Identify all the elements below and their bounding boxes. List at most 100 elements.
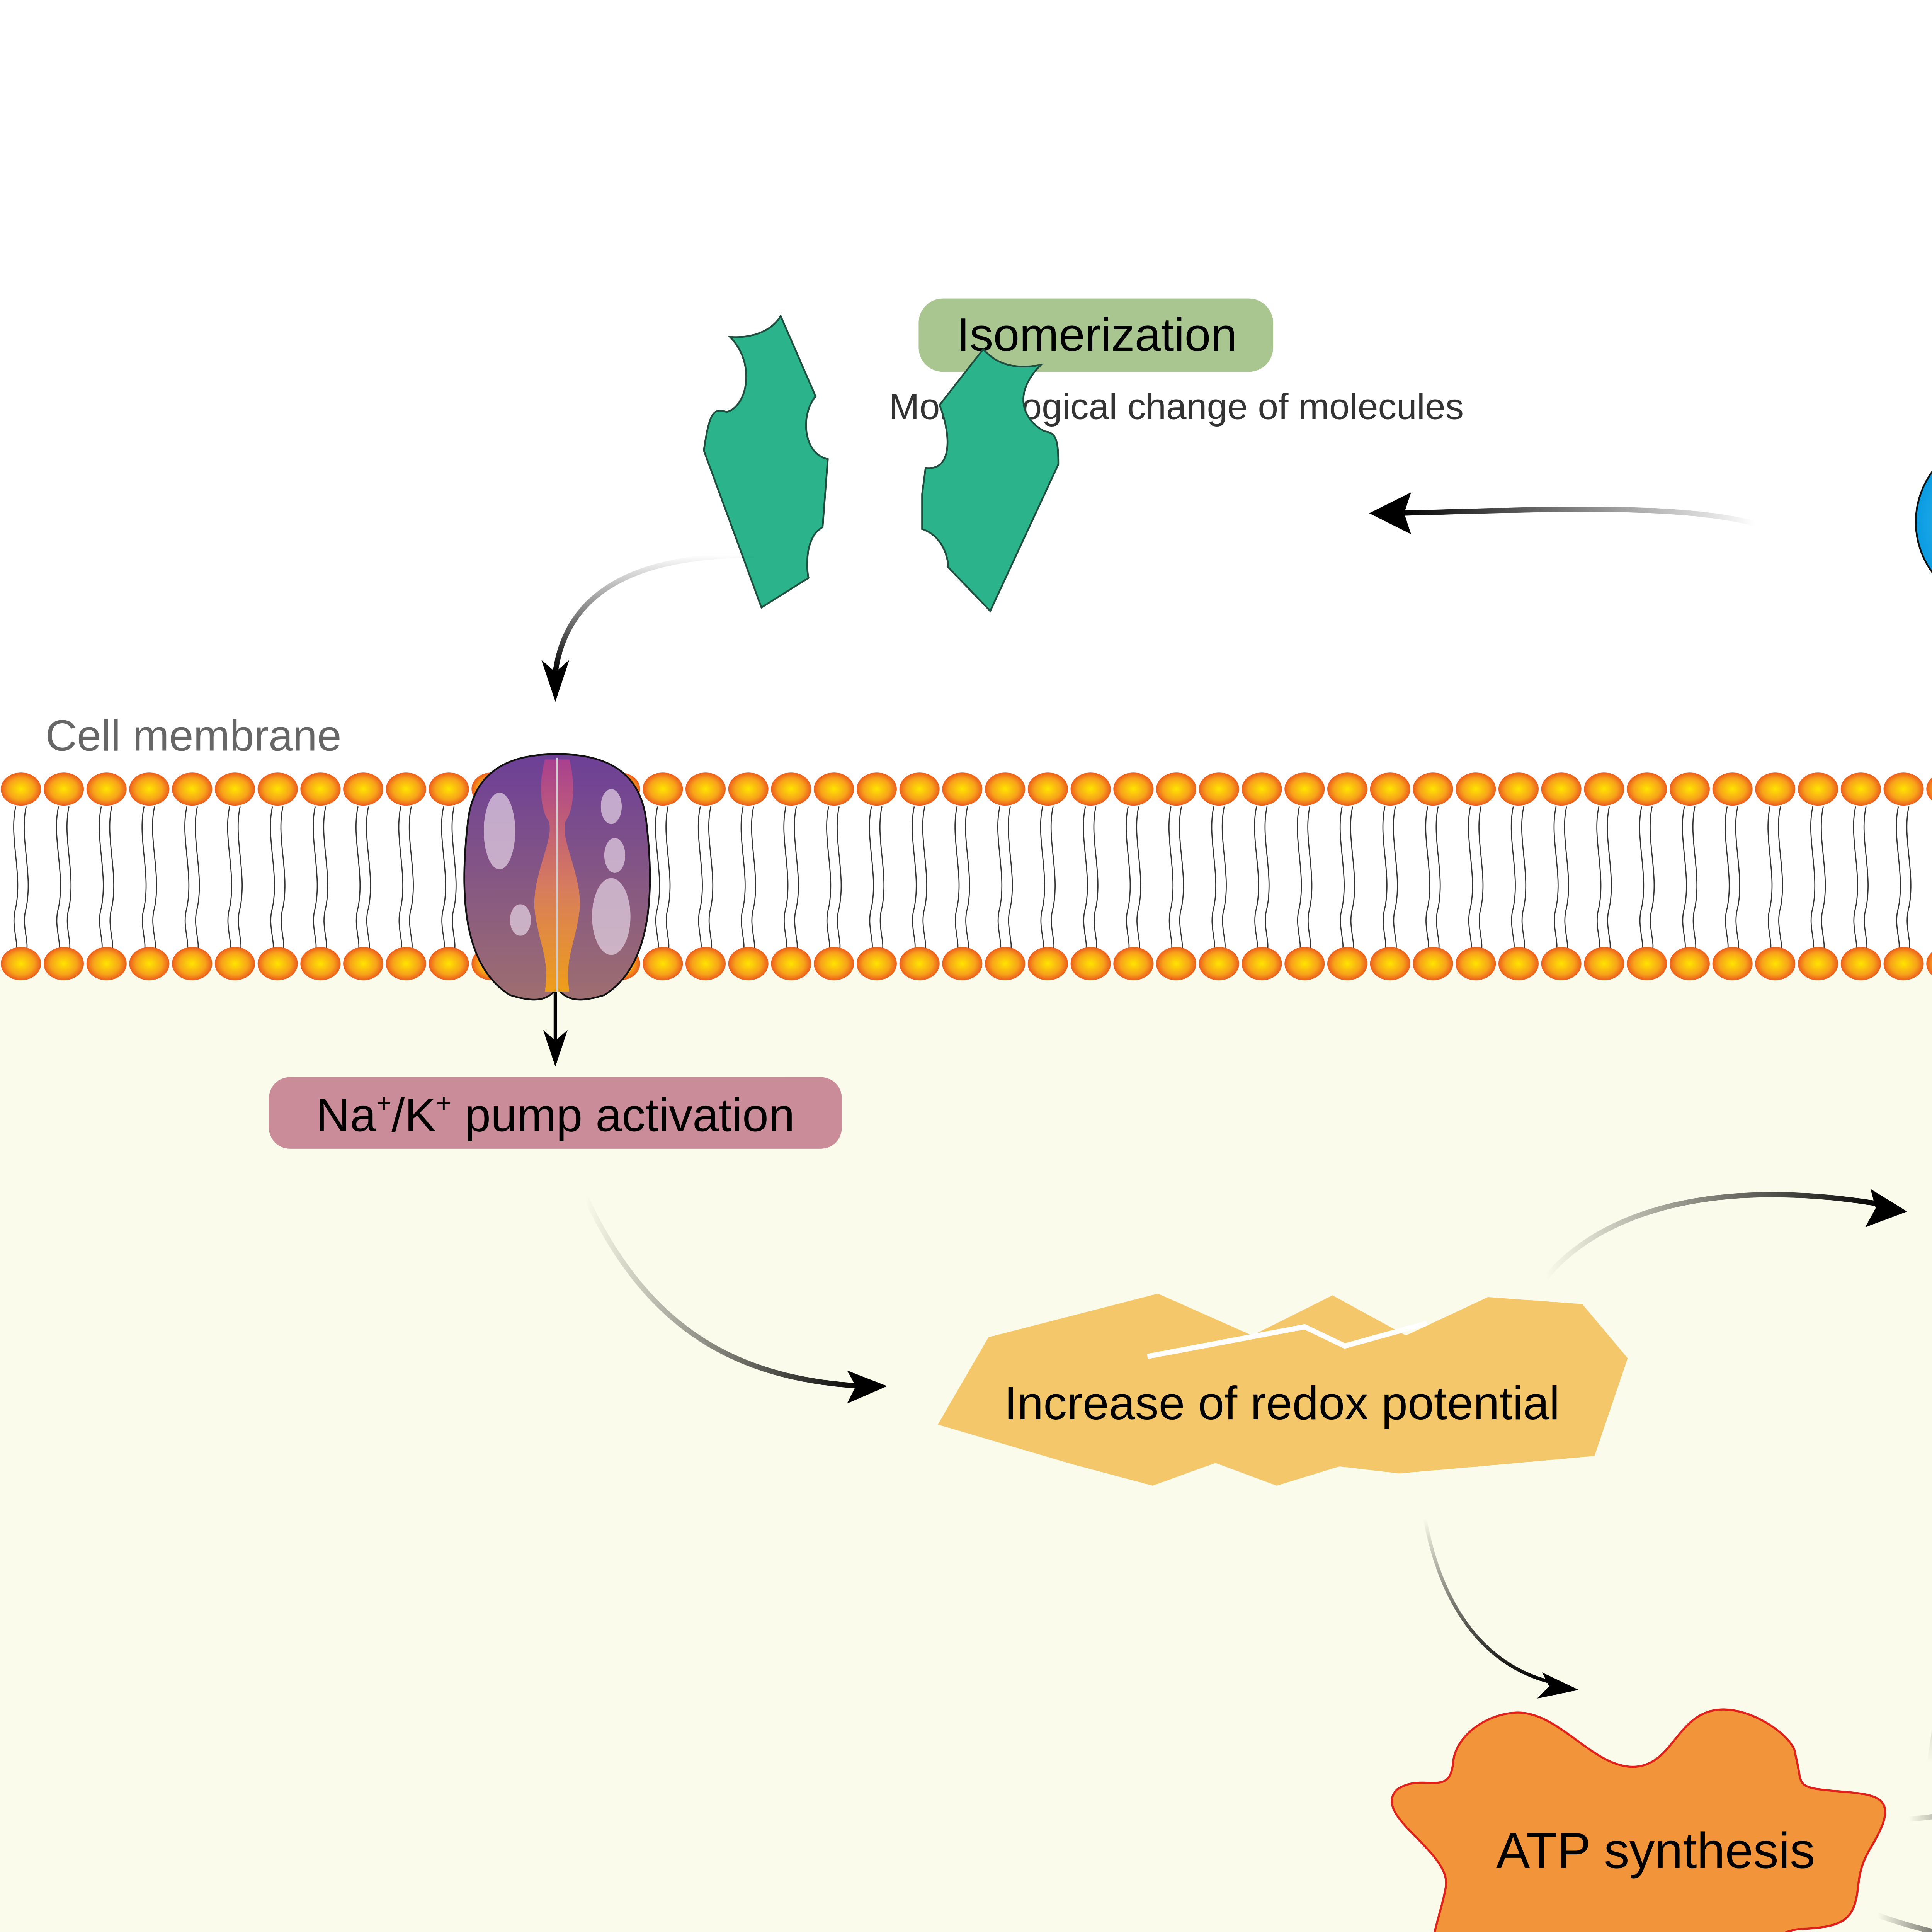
lipid-tail: [1682, 806, 1687, 952]
lipid-head: [129, 772, 170, 806]
isomerization-label: Isomerization: [957, 308, 1237, 361]
lipid-head: [1113, 772, 1154, 806]
lipid-head: [429, 772, 469, 806]
isomerization-to-membrane-arrowhead: [541, 660, 570, 702]
lipid-head: [343, 947, 384, 980]
lipid-tail: [1425, 806, 1430, 952]
lipid-tail: [99, 806, 104, 952]
lipid-head: [1926, 777, 1932, 801]
lipid-tail: [655, 806, 660, 952]
lipid-tail: [708, 806, 714, 952]
redox-potential-label: Increase of redox potential: [1004, 1377, 1560, 1429]
lipid-head: [1541, 772, 1582, 806]
lipid-tail: [227, 806, 232, 952]
lipid-head: [685, 947, 726, 980]
atp-synthesis-badge: ATP synthesis: [1391, 1708, 1886, 1932]
lipid-tail: [1521, 806, 1527, 952]
lipid-tail: [879, 806, 885, 952]
lipid-tail: [1607, 806, 1612, 952]
lipid-tail: [451, 806, 457, 952]
lipid-head: [985, 947, 1026, 980]
lipid-head: [1, 772, 41, 806]
lipid-head: [172, 947, 213, 980]
lipid-head: [1370, 772, 1410, 806]
lipid-head: [1541, 947, 1582, 980]
lipid-head: [1, 947, 41, 980]
lipid-tail: [783, 806, 789, 952]
lipid-tail: [1339, 806, 1345, 952]
lipid-tail: [1008, 806, 1013, 952]
lipid-tail: [1468, 806, 1473, 952]
lipid-tail: [1307, 806, 1313, 952]
pump-to-redox-arrow: [582, 1194, 863, 1389]
redox-to-atp-arrow: [1423, 1518, 1555, 1685]
lipid-head: [1070, 772, 1111, 806]
lipid-tail: [965, 806, 970, 952]
lipid-head: [1027, 947, 1068, 980]
lipid-head: [1156, 772, 1197, 806]
lipid-tail: [794, 806, 799, 952]
lipid-head: [942, 947, 983, 980]
lipid-tail: [13, 806, 19, 952]
molecule-shape-2-icon: [921, 348, 1060, 613]
lipid-head: [899, 947, 940, 980]
lipid-head: [643, 947, 683, 980]
lipid-head: [1413, 947, 1453, 980]
molecule-shape-1-icon: [703, 314, 829, 609]
lipid-tail: [313, 806, 318, 952]
lipid-tail: [1767, 806, 1773, 952]
lipid-tail: [869, 806, 874, 952]
lipid-tail: [1510, 806, 1516, 952]
atp-to-regeneration-arrow: [1908, 1814, 1932, 1822]
lipid-tail: [1596, 806, 1602, 952]
lipid-head: [1242, 947, 1282, 980]
lipid-tail: [1093, 806, 1099, 952]
lipid-head: [1926, 952, 1932, 975]
redox-to-atp-arrowhead: [1537, 1672, 1579, 1699]
lipid-head: [1284, 772, 1325, 806]
lipid-tail: [1478, 806, 1484, 952]
lipid-head: [1027, 772, 1068, 806]
lipid-tail: [751, 806, 756, 952]
lipid-tail: [1853, 806, 1858, 952]
cell-membrane-bilayer: [1, 772, 1932, 980]
lipid-head: [1712, 947, 1753, 980]
lipid-tail: [398, 806, 403, 952]
lipid-head: [1370, 947, 1410, 980]
lipid-head: [728, 947, 769, 980]
lipid-tail: [1725, 806, 1730, 952]
lipid-tail: [323, 806, 328, 952]
pump-activation-badge: Na+/K+ pump activation: [269, 1077, 842, 1149]
redox-to-gene-arrow: [1543, 1192, 1883, 1280]
lipid-head: [1113, 947, 1154, 980]
lipid-head: [1199, 947, 1239, 980]
lipid-head: [1327, 772, 1367, 806]
lipid-head: [1456, 772, 1496, 806]
lipid-tail: [1435, 806, 1441, 952]
lipid-head: [429, 947, 469, 980]
lipid-tail: [1821, 806, 1826, 952]
lipid-head: [1712, 772, 1753, 806]
lipid-head: [899, 772, 940, 806]
lipid-tail: [184, 806, 190, 952]
lipid-head: [1456, 947, 1496, 980]
lipid-tail: [1393, 806, 1398, 952]
lipid-head: [942, 772, 983, 806]
lipid-tail: [1810, 806, 1816, 952]
lipid-head: [1669, 947, 1710, 980]
lipid-head: [43, 772, 84, 806]
lipid-head: [129, 947, 170, 980]
lipid-head: [643, 772, 683, 806]
lipid-tail: [280, 806, 286, 952]
lipid-head: [1199, 772, 1239, 806]
lipid-head: [814, 947, 854, 980]
lipid-tail: [1650, 806, 1655, 952]
lipid-tail: [697, 806, 703, 952]
lipid-head: [1840, 947, 1881, 980]
lipid-head: [771, 947, 811, 980]
lipid-tail: [1254, 806, 1259, 952]
lipid-head: [856, 947, 897, 980]
lipid-tail: [1906, 806, 1912, 952]
lipid-tail: [665, 806, 671, 952]
